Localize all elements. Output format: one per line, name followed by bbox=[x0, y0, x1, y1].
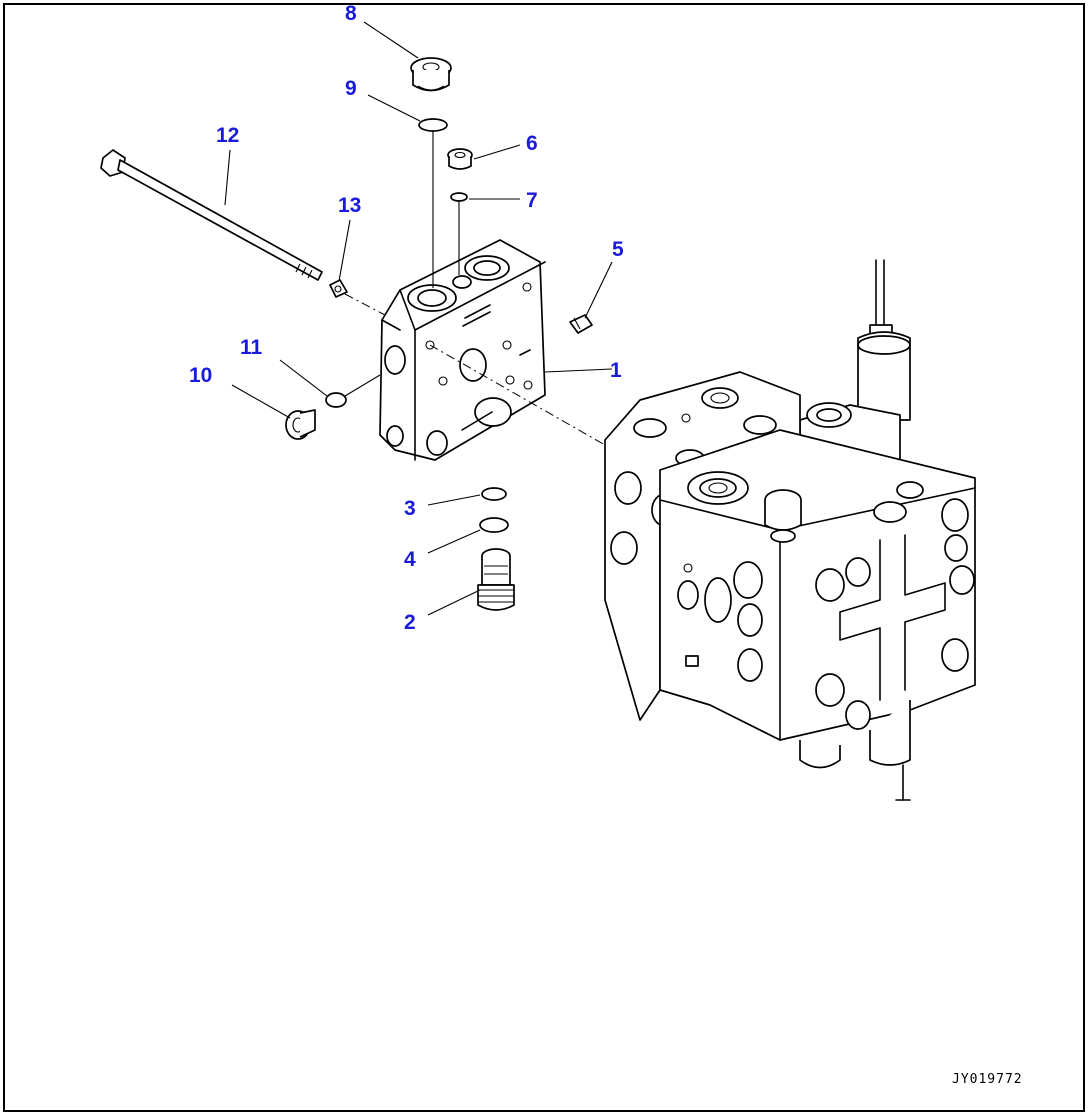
o-ring-7 bbox=[450, 192, 468, 202]
callout-1: 1 bbox=[610, 359, 622, 382]
callout-2: 2 bbox=[404, 611, 416, 634]
plug-6 bbox=[447, 148, 473, 170]
o-ring-9 bbox=[418, 118, 448, 132]
callout-12: 12 bbox=[216, 124, 239, 147]
drawing-code: JY019772 bbox=[952, 1072, 1023, 1087]
callout-8: 8 bbox=[345, 2, 357, 25]
washer-13 bbox=[329, 279, 348, 298]
check-valve-2 bbox=[477, 548, 515, 611]
valve-section-body bbox=[379, 239, 546, 461]
callout-9: 9 bbox=[345, 77, 357, 100]
tie-bolt-12 bbox=[100, 149, 323, 281]
callout-13: 13 bbox=[338, 194, 361, 217]
plug-8 bbox=[410, 57, 452, 92]
callout-3: 3 bbox=[404, 497, 416, 520]
o-ring-4 bbox=[479, 517, 509, 533]
callout-labels: 8 9 6 7 12 13 5 1 11 10 3 4 2 bbox=[189, 2, 624, 634]
callout-11: 11 bbox=[240, 336, 263, 359]
o-ring-3 bbox=[481, 487, 507, 501]
leader-lines bbox=[224, 21, 613, 616]
plug-10 bbox=[285, 409, 316, 440]
callout-7: 7 bbox=[526, 189, 538, 212]
callout-4: 4 bbox=[404, 548, 416, 571]
callout-10: 10 bbox=[189, 364, 212, 387]
callout-5: 5 bbox=[612, 238, 624, 261]
plug-5 bbox=[569, 314, 593, 334]
o-ring-11 bbox=[325, 392, 347, 408]
assembly-guide-lines bbox=[344, 131, 606, 446]
control-valve-assembly bbox=[604, 259, 976, 801]
callout-6: 6 bbox=[526, 132, 538, 155]
drawing-border bbox=[3, 3, 1085, 1112]
